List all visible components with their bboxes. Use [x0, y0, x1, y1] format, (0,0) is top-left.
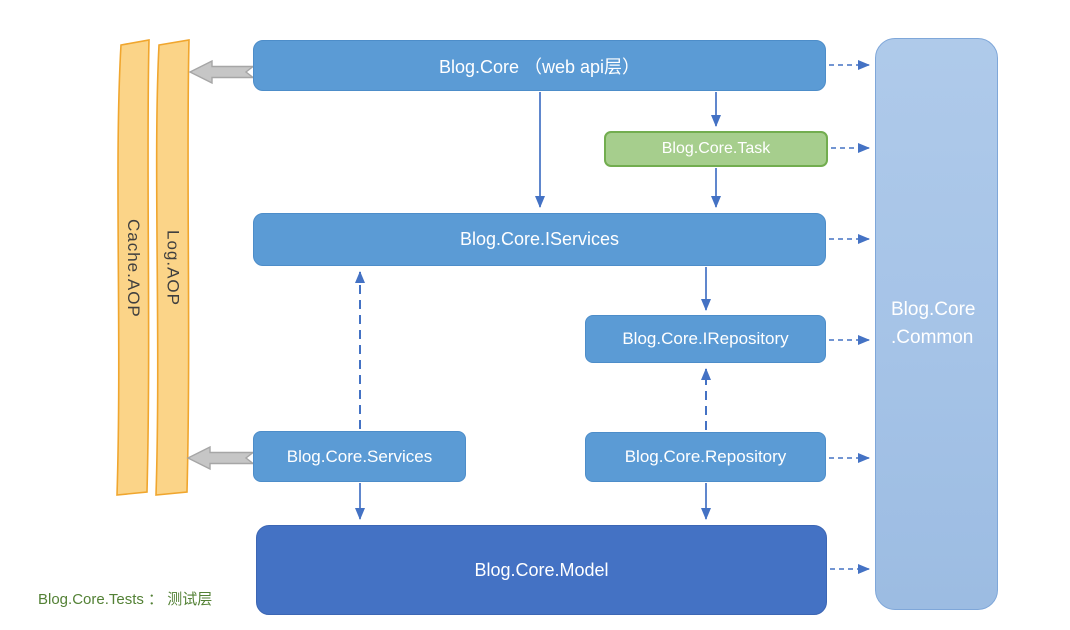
box-blog-core-common: Blog.Core .Common [875, 38, 998, 610]
box-blog-core-repository: Blog.Core.Repository [585, 432, 826, 482]
legend-notes: Blog.Core.Tests ： 测试层 Blog.Core.Frame： 模… [38, 545, 216, 630]
aop-arrow-top [188, 59, 256, 85]
box-blog-core-task: Blog.Core.Task [604, 131, 828, 167]
legend-note-tests: Blog.Core.Tests ： 测试层 [38, 591, 213, 608]
aop-arrow-bottom [186, 445, 256, 471]
log-aop-ribbon [155, 39, 190, 496]
cache-aop-label: Cache.AOP [124, 218, 143, 318]
common-label-line2: .Common [891, 327, 974, 348]
cache-aop-ribbon [116, 39, 150, 496]
box-blog-core-irepository: Blog.Core.IRepository [585, 315, 826, 363]
box-blog-core-webapi: Blog.Core （web api层） [253, 40, 826, 91]
log-aop-label: Log.AOP [163, 230, 183, 306]
box-blog-core-model: Blog.Core.Model [256, 525, 827, 615]
box-blog-core-iservices: Blog.Core.IServices [253, 213, 826, 266]
common-label-line1: Blog.Core [891, 299, 976, 320]
box-blog-core-services: Blog.Core.Services [253, 431, 466, 482]
